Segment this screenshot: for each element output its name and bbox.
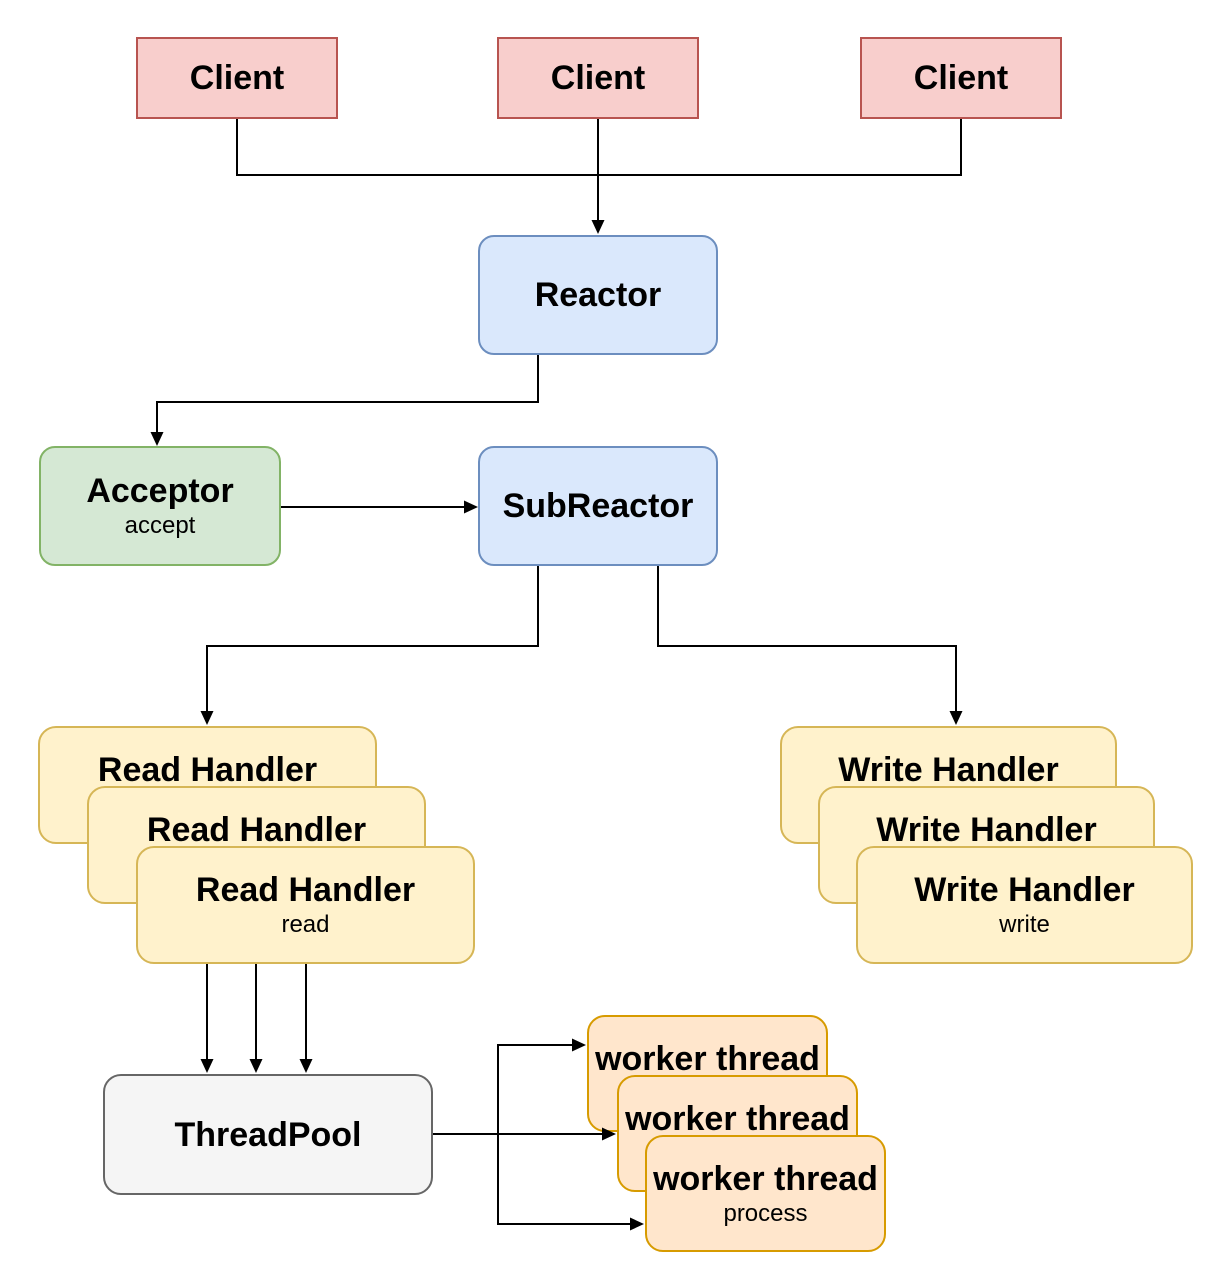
node-subreactor-label: SubReactor xyxy=(502,487,694,525)
node-read-handler-3: Read Handler read xyxy=(136,846,475,964)
node-write-handler-3: Write Handler write xyxy=(856,846,1193,964)
node-read-handler-3-sublabel: read xyxy=(281,911,330,938)
node-write-handler-1-label: Write Handler xyxy=(838,751,1059,789)
node-read-handler-2-label: Read Handler xyxy=(146,811,367,849)
edge-subreactor-to-read-handlers xyxy=(200,566,539,725)
node-write-handler-3-sublabel: write xyxy=(999,911,1050,938)
node-client-3-label: Client xyxy=(913,59,1009,97)
edge-clients-to-reactor xyxy=(236,119,962,234)
node-client-1: Client xyxy=(136,37,338,119)
node-worker-thread-2-label: worker thread xyxy=(625,1099,850,1138)
edge-read-handler-2-to-threadpool xyxy=(249,964,263,1073)
edge-subreactor-to-write-handlers xyxy=(657,566,963,725)
node-worker-thread-3: worker thread process xyxy=(645,1135,886,1252)
node-worker-thread-3-sublabel: process xyxy=(723,1199,808,1227)
node-client-3: Client xyxy=(860,37,1062,119)
node-acceptor-label: Acceptor xyxy=(86,472,234,510)
node-read-handler-3-label: Read Handler xyxy=(195,871,416,909)
node-subreactor: SubReactor xyxy=(478,446,718,566)
edge-reactor-to-acceptor xyxy=(150,355,539,446)
edge-threadpool-to-worker-thread-2 xyxy=(433,1127,616,1141)
node-threadpool: ThreadPool xyxy=(103,1074,433,1195)
node-write-handler-3-label: Write Handler xyxy=(914,871,1135,909)
node-read-handler-1-label: Read Handler xyxy=(97,751,318,789)
edge-acceptor-to-subreactor xyxy=(281,500,478,514)
node-reactor-label: Reactor xyxy=(534,276,662,314)
node-reactor: Reactor xyxy=(478,235,718,355)
node-worker-thread-1-label: worker thread xyxy=(595,1039,820,1078)
node-client-2-label: Client xyxy=(550,59,646,97)
node-threadpool-label: ThreadPool xyxy=(174,1115,362,1154)
node-acceptor: Acceptor accept xyxy=(39,446,281,566)
edge-threadpool-to-worker-thread-1 xyxy=(497,1038,586,1134)
node-write-handler-2-label: Write Handler xyxy=(876,811,1097,849)
edge-read-handler-3-to-threadpool xyxy=(299,964,313,1073)
node-worker-thread-3-label: worker thread xyxy=(653,1159,878,1198)
node-client-2: Client xyxy=(497,37,699,119)
edge-read-handler-1-to-threadpool xyxy=(200,964,214,1073)
node-client-1-label: Client xyxy=(189,59,285,97)
node-acceptor-sublabel: accept xyxy=(124,512,196,539)
